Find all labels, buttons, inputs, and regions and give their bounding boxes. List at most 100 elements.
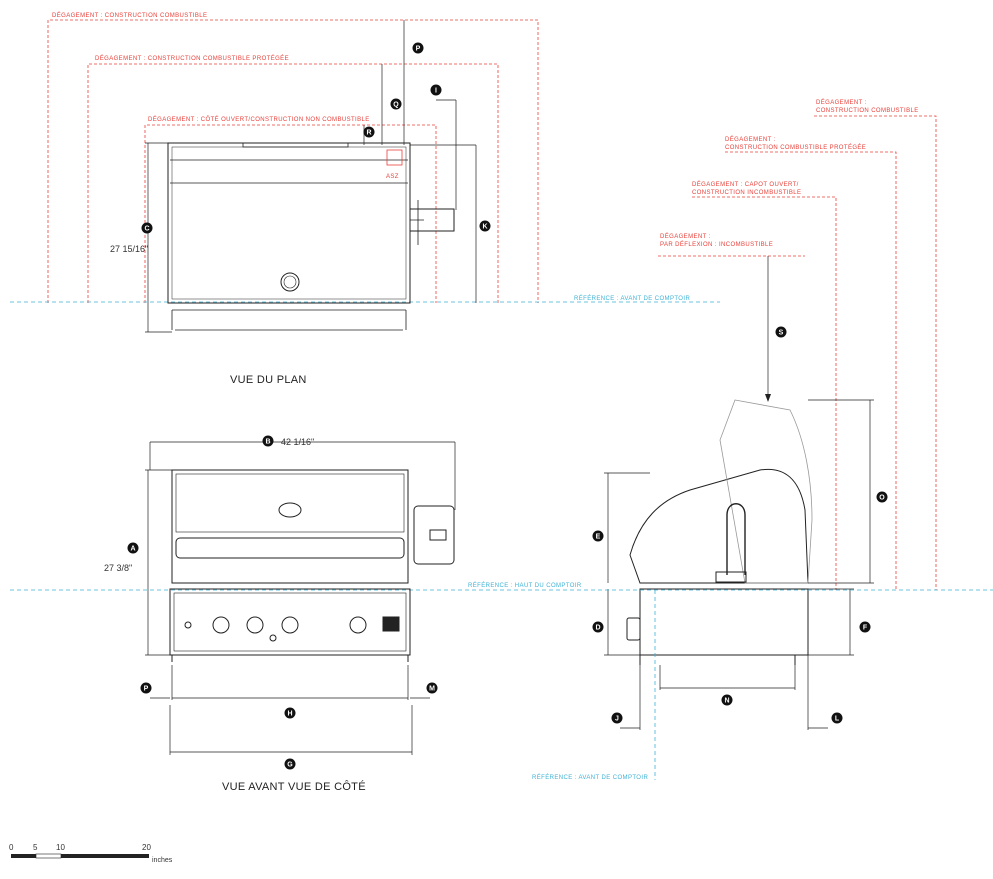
- marker-n: N: [721, 694, 733, 706]
- grill-front-knob-2: [246, 616, 264, 634]
- grill-front-hood-inner: [175, 473, 405, 533]
- scale-tick-20: 20: [142, 843, 151, 852]
- dim-line-l: [807, 655, 828, 730]
- side-clearance-label-3b: CONSTRUCTION INCOMBUSTIBLE: [692, 190, 801, 196]
- clearance-label-protected: DÉGAGEMENT : CONSTRUCTION COMBUSTIBLE PR…: [95, 55, 289, 62]
- marker-p-front: P: [140, 682, 152, 694]
- grill-plan-body: [167, 142, 411, 304]
- top-reference-label: RÉFÉRENCE : HAUT DU COMPTOIR: [468, 582, 582, 589]
- side-clearance-label-4b: PAR DÉFLEXION : INCOMBUSTIBLE: [660, 241, 773, 248]
- svg-text:H: H: [287, 711, 292, 718]
- dim-line-d: [604, 589, 640, 656]
- grill-front-control-inner: [173, 592, 407, 652]
- grill-plan-handle: [242, 143, 349, 148]
- scale-segment-3: [61, 854, 149, 858]
- marker-e: E: [592, 530, 604, 542]
- grill-side-base: [639, 654, 796, 665]
- dim-line-a: [145, 469, 172, 656]
- svg-text:B: B: [265, 439, 270, 446]
- marker-a: A: [127, 542, 139, 554]
- dim-line-h: [171, 665, 409, 700]
- marker-o: O: [876, 491, 888, 503]
- svg-text:S: S: [779, 330, 784, 337]
- grill-plan-thermometer-inner: [283, 275, 297, 289]
- marker-l: L: [831, 712, 843, 724]
- plan-dimension-lines: [145, 20, 477, 333]
- grill-plan-front-rail: [171, 309, 407, 331]
- grill-front-thermometer: [278, 502, 302, 518]
- grill-plan-lid-edge: [170, 159, 408, 184]
- svg-text:R: R: [366, 130, 371, 137]
- svg-text:L: L: [835, 716, 840, 723]
- side-clearance-label-1a: DÉGAGEMENT :: [816, 99, 867, 106]
- scale-segment-2: [35, 853, 62, 859]
- grill-side-cart: [639, 588, 809, 656]
- svg-text:P: P: [416, 46, 421, 53]
- side-clearance-label-3a: DÉGAGEMENT : CAPOT OUVERT/: [692, 181, 799, 188]
- grill-front-badge: [382, 616, 400, 632]
- side-dimension-lines: [604, 399, 874, 730]
- side-clearance-label-2a: DÉGAGEMENT :: [725, 136, 776, 143]
- dim-line-n: [659, 665, 796, 690]
- side-clearance-label-2b: CONSTRUCTION COMBUSTIBLE PROTÉGÉE: [725, 144, 866, 151]
- marker-g: G: [284, 758, 296, 770]
- marker-k: K: [479, 220, 491, 232]
- dim-line-b: [149, 441, 456, 510]
- grill-front-ignition: [269, 634, 277, 642]
- svg-text:J: J: [615, 716, 619, 723]
- dim-line-f: [808, 588, 854, 656]
- grill-front-view: [169, 469, 455, 662]
- marker-d: D: [592, 621, 604, 633]
- side-clearance-hood-open: [692, 196, 837, 590]
- front-reference-label-plan: RÉFÉRENCE : AVANT DE COMPTOIR: [574, 295, 690, 302]
- marker-r: R: [363, 126, 375, 138]
- svg-text:C: C: [144, 226, 149, 233]
- svg-text:K: K: [482, 224, 487, 231]
- clearance-box-combustible: [47, 19, 539, 303]
- dim-line-k: [410, 144, 477, 303]
- grill-front-feet: [171, 655, 409, 662]
- svg-text:D: D: [595, 625, 600, 632]
- svg-text:F: F: [863, 625, 868, 632]
- svg-text:I: I: [435, 88, 437, 95]
- marker-m: M: [426, 682, 438, 694]
- dim-line-e: [604, 472, 650, 583]
- scale-tick-10: 10: [56, 843, 65, 852]
- grill-side-knob: [626, 617, 641, 641]
- clearance-label-combustible: DÉGAGEMENT : CONSTRUCTION COMBUSTIBLE: [52, 12, 207, 19]
- clearance-box-open-side: [144, 124, 437, 303]
- svg-text:N: N: [724, 698, 729, 705]
- grill-front-light: [184, 621, 192, 629]
- view-title-front-side: VUE AVANT VUE DE CÔTÉ: [222, 780, 366, 793]
- clearance-label-open-side: DÉGAGEMENT : CÔTÉ OUVERT/CONSTRUCTION NO…: [148, 116, 370, 123]
- grill-front-handle: [175, 537, 405, 559]
- grill-front-hood: [171, 469, 409, 584]
- scale-segment-1: [11, 854, 36, 858]
- side-clearance-lines: [658, 115, 937, 590]
- dimension-b-value: 42 1/16": [281, 437, 314, 447]
- grill-front-rotisserie: [413, 505, 455, 565]
- svg-text:M: M: [429, 686, 435, 693]
- grill-side-handle: [726, 503, 746, 575]
- marker-f: F: [859, 621, 871, 633]
- side-clearance-protected: [725, 151, 897, 590]
- side-clearance-label-1b: CONSTRUCTION COMBUSTIBLE: [816, 108, 919, 114]
- marker-i: I: [430, 84, 442, 96]
- scale-tick-5: 5: [33, 843, 38, 852]
- svg-text:O: O: [879, 495, 885, 502]
- dimension-a-value: 27 3/8": [104, 563, 132, 573]
- grill-side-hood-open: [719, 399, 813, 584]
- marker-j: J: [611, 712, 623, 724]
- side-clearance-combustible: [814, 115, 937, 590]
- plan-clearance-boxes: [47, 19, 539, 303]
- svg-text:E: E: [596, 534, 601, 541]
- marker-p: P: [412, 42, 424, 54]
- grill-plan-view: [167, 142, 455, 331]
- marker-c: C: [141, 222, 153, 234]
- grill-front-control-panel: [169, 588, 411, 656]
- svg-text:G: G: [287, 762, 293, 769]
- grill-side-burner: [715, 571, 747, 583]
- grill-front-rotisserie-display: [429, 529, 447, 541]
